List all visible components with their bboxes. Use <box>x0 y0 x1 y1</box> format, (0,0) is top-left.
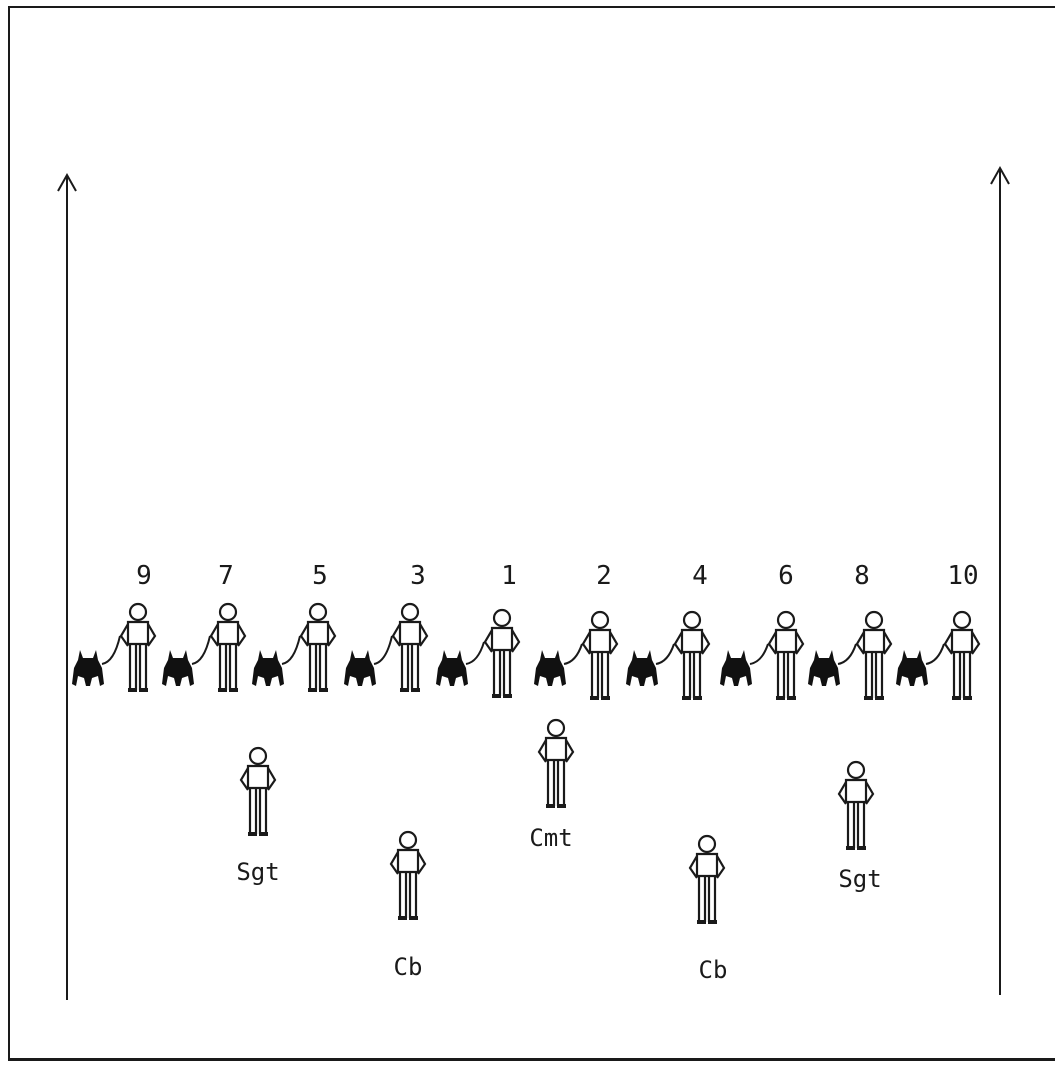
left-arrow <box>58 175 76 1000</box>
handler-figure <box>121 604 155 690</box>
leash-line <box>466 642 484 664</box>
dog-figure <box>896 650 928 686</box>
handler-group: 8 <box>808 561 891 698</box>
officer-group: Sgt <box>236 748 279 886</box>
handler-number: 5 <box>312 561 328 591</box>
handler-group: 5 <box>252 561 335 690</box>
leash-line <box>926 644 944 664</box>
handler-group: 4 <box>626 561 709 698</box>
handler-group: 9 <box>72 561 155 690</box>
leash-line <box>750 644 768 664</box>
handler-number: 9 <box>136 561 152 591</box>
handler-group: 7 <box>162 561 245 690</box>
officer-figure <box>839 762 873 848</box>
officer-group: Cb <box>690 836 727 984</box>
officer-group: Cb <box>391 832 425 981</box>
handler-figure <box>583 612 617 698</box>
officer-figure <box>539 720 573 806</box>
handler-number: 6 <box>778 561 794 591</box>
handler-number: 2 <box>596 561 612 591</box>
handler-figure <box>211 604 245 690</box>
handler-group: 6 <box>720 561 803 698</box>
leash-line <box>564 644 582 664</box>
dog-figure <box>72 650 104 686</box>
handler-figure <box>945 612 979 698</box>
handler-group: 2 <box>534 561 617 698</box>
leash-line <box>282 636 300 664</box>
handler-number: 4 <box>692 561 708 591</box>
dog-figure <box>808 650 840 686</box>
officer-group: Cmt <box>529 720 573 852</box>
handler-dog-row: 9 7 5 3 1 2 4 6 8 10 <box>72 561 979 698</box>
right-arrow <box>991 168 1009 995</box>
leash-line <box>192 636 210 664</box>
officer-label: Cb <box>394 953 423 981</box>
handler-number: 8 <box>854 561 870 591</box>
leash-line <box>374 636 392 664</box>
officer-label: Sgt <box>236 858 279 886</box>
officer-label: Cmt <box>529 824 572 852</box>
handler-group: 3 <box>344 561 427 690</box>
handler-figure <box>857 612 891 698</box>
handler-number: 10 <box>947 561 978 591</box>
dog-figure <box>436 650 468 686</box>
handler-number: 3 <box>410 561 426 591</box>
handler-figure <box>301 604 335 690</box>
leash-line <box>102 636 120 664</box>
handler-figure <box>393 604 427 690</box>
officer-group: Sgt <box>838 762 881 893</box>
officer-figure <box>391 832 425 918</box>
leash-line <box>656 644 674 664</box>
dog-figure <box>534 650 566 686</box>
leash-line <box>838 644 856 664</box>
dog-figure <box>344 650 376 686</box>
handler-figure <box>769 612 803 698</box>
handler-number: 7 <box>218 561 234 591</box>
officer-figure <box>690 836 724 922</box>
handler-number: 1 <box>501 561 517 591</box>
dog-figure <box>252 650 284 686</box>
dog-figure <box>720 650 752 686</box>
dog-figure <box>626 650 658 686</box>
handler-figure <box>675 612 709 698</box>
officer-label: Sgt <box>838 865 881 893</box>
officer-label: Cb <box>699 956 728 984</box>
officer-figure <box>241 748 275 834</box>
handler-group: 10 <box>896 561 979 698</box>
handler-figure <box>485 610 519 696</box>
dog-figure <box>162 650 194 686</box>
handler-group: 1 <box>436 561 519 696</box>
